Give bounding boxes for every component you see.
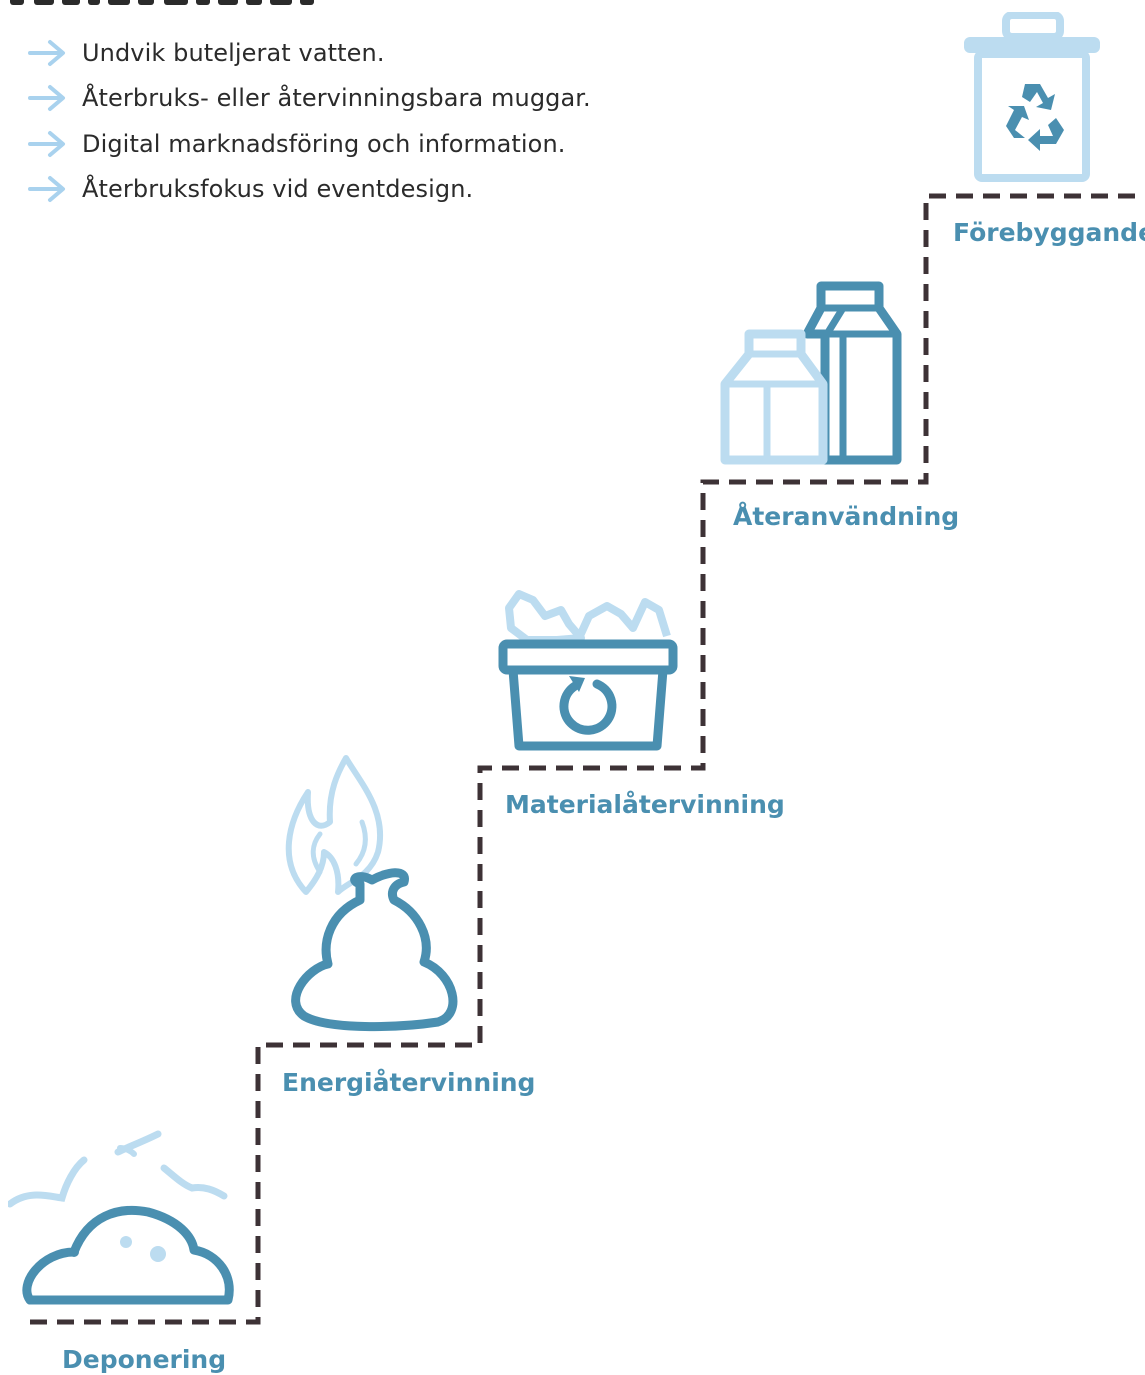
recycle-bin-icon — [964, 12, 1100, 182]
arrow-right-icon — [28, 85, 65, 112]
recycling-basket-icon — [498, 590, 678, 751]
bullet-item: Återbruks- eller återvinningsbara muggar… — [28, 76, 591, 122]
arrow-right-icon — [28, 130, 65, 157]
bullet-text: Digital marknadsföring och information. — [82, 129, 566, 158]
burning-bag-icon — [285, 755, 458, 1032]
arrow-right-icon — [28, 176, 65, 203]
milk-cartons-icon — [720, 281, 902, 465]
bullet-text: Undvik buteljerat vatten. — [82, 38, 385, 67]
recycle-symbol-icon — [1006, 84, 1064, 151]
step-label-reuse: Återanvändning — [733, 502, 960, 531]
bullet-text: Återbruks- eller återvinningsbara muggar… — [82, 84, 591, 113]
landfill-mound-icon — [8, 1130, 234, 1305]
step-label-prevention: Förebyggande — [953, 218, 1145, 247]
step-label-landfill: Deponering — [62, 1345, 227, 1374]
bullet-text: Återbruksfokus vid eventdesign. — [82, 175, 474, 204]
step-label-material-recycling: Materialåtervinning — [505, 790, 785, 819]
bullet-item: Återbruksfokus vid eventdesign. — [28, 167, 591, 213]
bullet-item: Undvik buteljerat vatten. — [28, 30, 591, 76]
cropped-heading — [10, 0, 314, 5]
arrow-right-icon — [28, 39, 65, 66]
step-label-energy-recovery: Energiåtervinning — [282, 1068, 536, 1097]
bullet-list: Undvik buteljerat vatten. Återbruks- ell… — [28, 30, 591, 212]
bullet-item: Digital marknadsföring och information. — [28, 121, 591, 167]
